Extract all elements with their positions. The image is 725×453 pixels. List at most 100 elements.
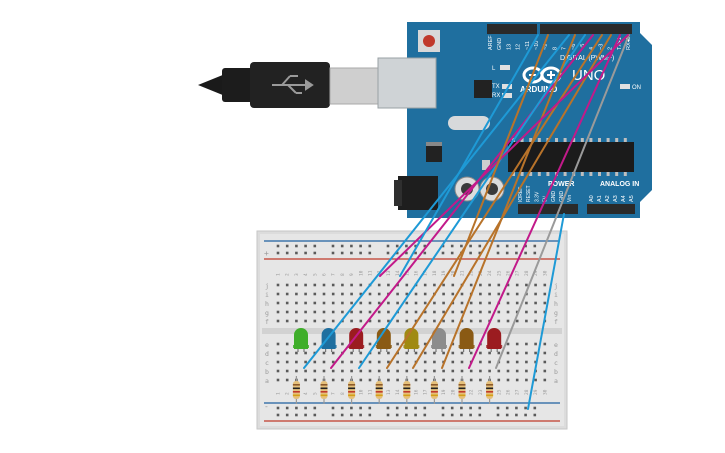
- hole[interactable]: [377, 292, 381, 296]
- wire[interactable]: [303, 34, 570, 369]
- hole[interactable]: [350, 351, 353, 355]
- resistor[interactable]: [458, 376, 466, 404]
- hole[interactable]: [442, 369, 445, 373]
- hole[interactable]: [295, 369, 298, 373]
- hole[interactable]: [433, 351, 436, 355]
- hole[interactable]: [350, 283, 353, 287]
- rail-hole[interactable]: [368, 413, 372, 417]
- rail-hole[interactable]: [469, 406, 472, 410]
- hole[interactable]: [405, 319, 409, 323]
- hole[interactable]: [341, 310, 344, 314]
- hole[interactable]: [350, 292, 353, 296]
- wire[interactable]: [441, 34, 576, 369]
- rail-hole[interactable]: [331, 244, 335, 248]
- hole[interactable]: [488, 351, 491, 355]
- hole[interactable]: [304, 319, 307, 323]
- hole[interactable]: [368, 342, 372, 346]
- hole[interactable]: [377, 351, 381, 355]
- hole[interactable]: [479, 292, 482, 296]
- rail-hole[interactable]: [395, 251, 399, 255]
- rail-hole[interactable]: [368, 251, 372, 255]
- hole[interactable]: [322, 319, 326, 323]
- hole[interactable]: [350, 369, 353, 373]
- rail-hole[interactable]: [368, 244, 372, 248]
- hole[interactable]: [506, 369, 510, 373]
- rail-hole[interactable]: [423, 406, 427, 410]
- rail-hole[interactable]: [441, 413, 445, 417]
- hole[interactable]: [331, 301, 335, 305]
- hole[interactable]: [506, 360, 510, 364]
- hole[interactable]: [423, 292, 427, 296]
- hole[interactable]: [414, 351, 418, 355]
- rail-hole[interactable]: [359, 406, 362, 410]
- hole[interactable]: [488, 369, 491, 373]
- hole[interactable]: [341, 283, 344, 287]
- hole[interactable]: [313, 378, 317, 382]
- hole[interactable]: [285, 310, 289, 314]
- hole[interactable]: [285, 292, 289, 296]
- hole[interactable]: [396, 369, 399, 373]
- hole[interactable]: [359, 369, 363, 373]
- hole[interactable]: [525, 319, 528, 323]
- hole[interactable]: [331, 292, 335, 296]
- hole[interactable]: [396, 360, 399, 364]
- rail-hole[interactable]: [295, 413, 298, 417]
- hole[interactable]: [359, 310, 363, 314]
- hole[interactable]: [295, 310, 298, 314]
- hole[interactable]: [525, 360, 528, 364]
- rail-hole[interactable]: [524, 413, 527, 417]
- hole[interactable]: [341, 360, 344, 364]
- hole[interactable]: [423, 369, 427, 373]
- hole[interactable]: [396, 283, 399, 287]
- rail-hole[interactable]: [350, 406, 353, 410]
- hole[interactable]: [433, 310, 436, 314]
- led-red[interactable]: [348, 328, 365, 352]
- rail-hole[interactable]: [395, 406, 399, 410]
- hole[interactable]: [414, 310, 418, 314]
- wire[interactable]: [330, 34, 594, 369]
- rail-hole[interactable]: [359, 413, 362, 417]
- hole[interactable]: [451, 319, 455, 323]
- hole[interactable]: [479, 351, 482, 355]
- rail-hole[interactable]: [350, 244, 353, 248]
- hole[interactable]: [359, 319, 363, 323]
- hole[interactable]: [322, 351, 326, 355]
- hole[interactable]: [331, 378, 335, 382]
- hole[interactable]: [276, 283, 280, 287]
- hole[interactable]: [515, 283, 519, 287]
- hole[interactable]: [433, 283, 436, 287]
- rail-hole[interactable]: [285, 406, 289, 410]
- rail-hole[interactable]: [460, 406, 463, 410]
- hole[interactable]: [525, 301, 528, 305]
- hole[interactable]: [405, 283, 409, 287]
- hole[interactable]: [341, 292, 344, 296]
- hole[interactable]: [515, 378, 519, 382]
- hole[interactable]: [479, 360, 482, 364]
- hole[interactable]: [525, 369, 528, 373]
- hole[interactable]: [534, 292, 537, 296]
- led-white[interactable]: [431, 328, 447, 352]
- hole[interactable]: [295, 351, 298, 355]
- hole[interactable]: [423, 342, 427, 346]
- rail-hole[interactable]: [295, 406, 298, 410]
- hole[interactable]: [460, 310, 464, 314]
- rail-hole[interactable]: [423, 413, 427, 417]
- rail-hole[interactable]: [423, 244, 427, 248]
- hole[interactable]: [350, 360, 353, 364]
- hole[interactable]: [515, 310, 519, 314]
- hole[interactable]: [423, 283, 427, 287]
- hole[interactable]: [497, 292, 501, 296]
- hole[interactable]: [460, 351, 464, 355]
- rail-hole[interactable]: [313, 251, 317, 255]
- hole[interactable]: [387, 301, 390, 305]
- hole[interactable]: [460, 301, 464, 305]
- rail-hole[interactable]: [496, 406, 500, 410]
- hole[interactable]: [543, 360, 547, 364]
- hole[interactable]: [322, 360, 326, 364]
- hole[interactable]: [442, 283, 445, 287]
- hole[interactable]: [285, 283, 289, 287]
- rail-hole[interactable]: [515, 251, 518, 255]
- rail-hole[interactable]: [496, 244, 500, 248]
- rail-hole[interactable]: [331, 251, 335, 255]
- hole[interactable]: [304, 292, 307, 296]
